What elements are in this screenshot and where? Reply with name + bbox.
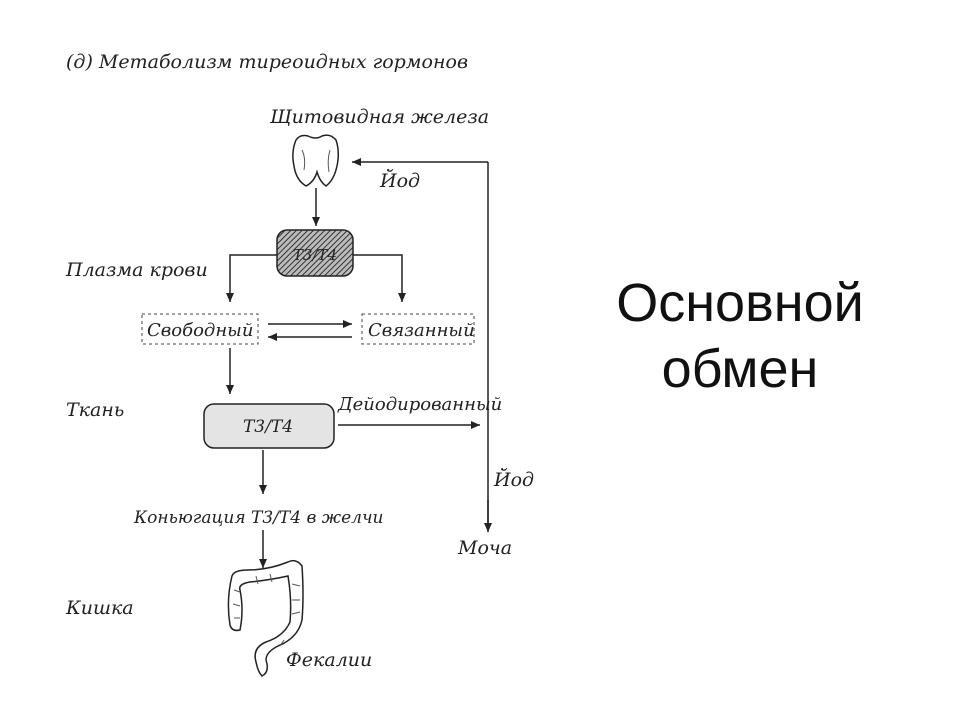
thyroid-gland-shape: [292, 134, 340, 187]
iodine-side-label: Йод: [493, 468, 534, 491]
urine-label: Моча: [457, 537, 512, 559]
bound-label: Связанный: [368, 320, 475, 341]
slide-title-line-2: обмен: [661, 339, 819, 399]
plasma-to-bound-arrow: [353, 254, 406, 302]
tissue-t3t4-label: T3/T4: [243, 417, 293, 437]
plasma-t3t4-box: [276, 229, 354, 277]
diagram-caption: (д) Метаболизм тиреоидных гормонов: [66, 51, 468, 73]
tissue-label: Ткань: [66, 399, 124, 421]
slide-title: Основной обмен: [560, 270, 920, 402]
iodine-top-label: Йод: [379, 169, 420, 192]
free-box: [141, 313, 259, 345]
intestine-label: Кишка: [65, 597, 134, 619]
plasma-label: Плазма крови: [65, 259, 208, 281]
deiodinated-label: Дейодированный: [337, 394, 502, 415]
slide-title-line-1: Основной: [616, 273, 864, 333]
free-label: Свободный: [147, 320, 253, 341]
intestine-detail: [232, 573, 301, 647]
intestine-shape: [227, 559, 304, 677]
thyroid-detail: [301, 149, 331, 173]
bound-box: [361, 313, 475, 345]
plasma-to-free-arrow: [226, 254, 277, 302]
thyroid-label: Щитовидная железа: [269, 106, 489, 128]
tissue-t3t4-box: [203, 403, 335, 449]
conjugation-label: Коньюгация T3/T4 в желчи: [133, 508, 383, 528]
plasma-t3t4-label: T3/T4: [293, 246, 337, 264]
feces-label: Фекалии: [286, 649, 372, 671]
